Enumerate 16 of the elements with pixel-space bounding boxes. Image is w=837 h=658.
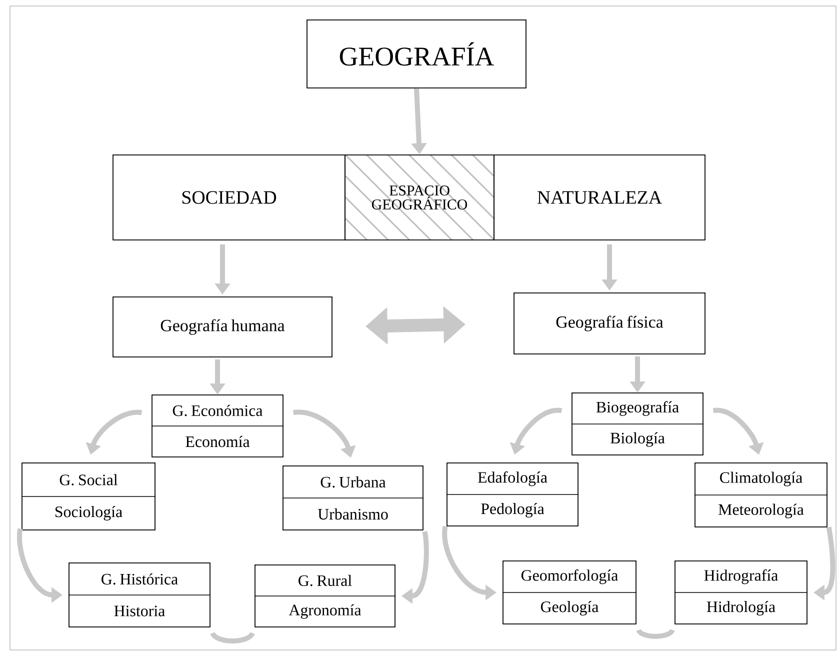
topic-box: G. Urbana Urbanismo <box>282 466 424 530</box>
topic-box: G. Social Sociología <box>21 462 156 530</box>
band-box: NATURALEZA <box>494 154 706 240</box>
topic-box: G. Económica Economía <box>151 394 284 458</box>
topic-box: G. Histórica Historia <box>68 562 211 628</box>
branch-box: Geografía humana <box>112 296 332 358</box>
title-box: GEOGRAFÍA <box>306 20 526 88</box>
topic-box: Geomorfología Geología <box>502 560 637 624</box>
topic-box: Hidrografía Hidrología <box>674 560 808 624</box>
band-box: SOCIEDAD <box>112 154 346 240</box>
topic-box: Climatología Meteorología <box>694 462 828 528</box>
hatched-box: ESPACIO GEOGRÁFICO <box>344 154 494 240</box>
branch-box: Geografía física <box>514 292 706 354</box>
topic-box: Biogeografía Biología <box>571 392 704 456</box>
topic-box: Edafología Pedología <box>446 462 579 526</box>
topic-box: G. Rural Agronomía <box>254 564 396 628</box>
